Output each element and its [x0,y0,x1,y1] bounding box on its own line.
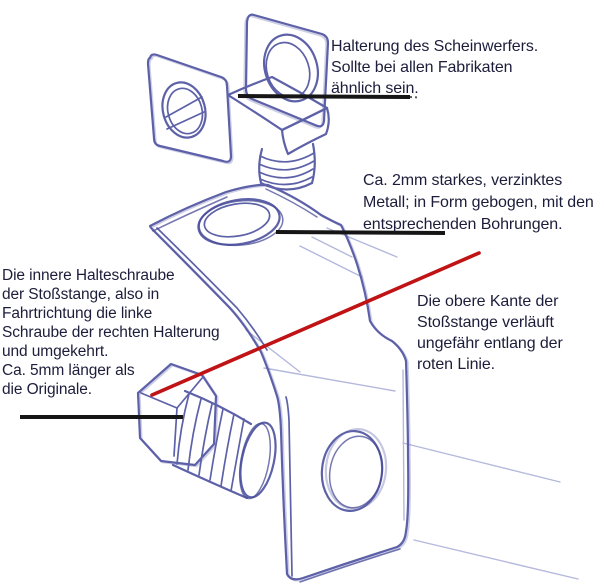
flange-thickness-edge [152,196,228,232]
bracket-thickness-edge [156,227,268,351]
main-bracket-sketch [148,183,411,583]
side-wall-inner-edge [285,396,293,577]
annotation-red-line: Die obere Kante der Stoßstange verläuft … [417,293,563,373]
flange-oval-hole [197,198,284,247]
leader-line-headlight-mount [237,94,411,99]
left-plate-outline [146,53,233,163]
slab-top-face [226,75,329,132]
hex-bolt-sketch [136,362,277,500]
annotation-headlight-mount: Halterung des Scheinwerfers. Sollte bei … [331,38,539,97]
threaded-stud [258,142,316,191]
annotation-sheet-metal: Ca. 2mm starkes, verzinktes Metall; in F… [363,172,594,233]
leader-line-headlight-mount-tail [409,96,421,99]
leader-line-sheet-metal [275,230,446,235]
lower-round-hole [320,424,392,514]
left-plate-hole [161,81,207,139]
slab-front-face [280,106,330,156]
flange-fold-crease [265,188,318,218]
bottom-edge-overdraw [299,548,401,583]
headlight-mount-sketch [146,13,330,191]
leader-lines [20,94,446,419]
bolt-threaded-shaft [171,389,277,500]
annotation-bumper-bolt: Die innere Halteschraube der Stoßstange,… [2,267,220,398]
red-reference-line [150,251,481,397]
right-plate-outline [244,13,330,128]
